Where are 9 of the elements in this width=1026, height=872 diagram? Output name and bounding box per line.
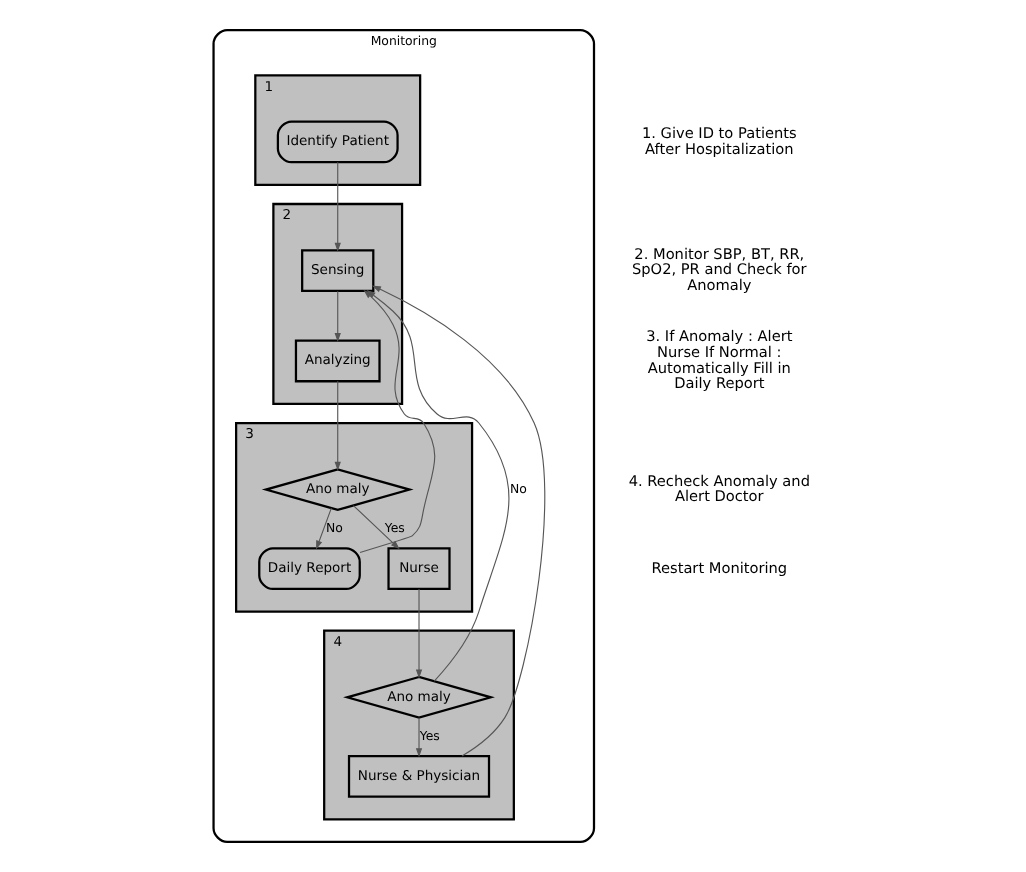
arrow xyxy=(415,588,423,679)
arrow xyxy=(366,290,510,682)
arrow xyxy=(371,285,546,757)
arrow xyxy=(334,161,341,252)
arrow xyxy=(334,380,341,471)
arrow xyxy=(352,505,400,550)
arrow xyxy=(415,717,423,758)
arrow xyxy=(334,290,341,342)
arrow xyxy=(316,507,332,550)
